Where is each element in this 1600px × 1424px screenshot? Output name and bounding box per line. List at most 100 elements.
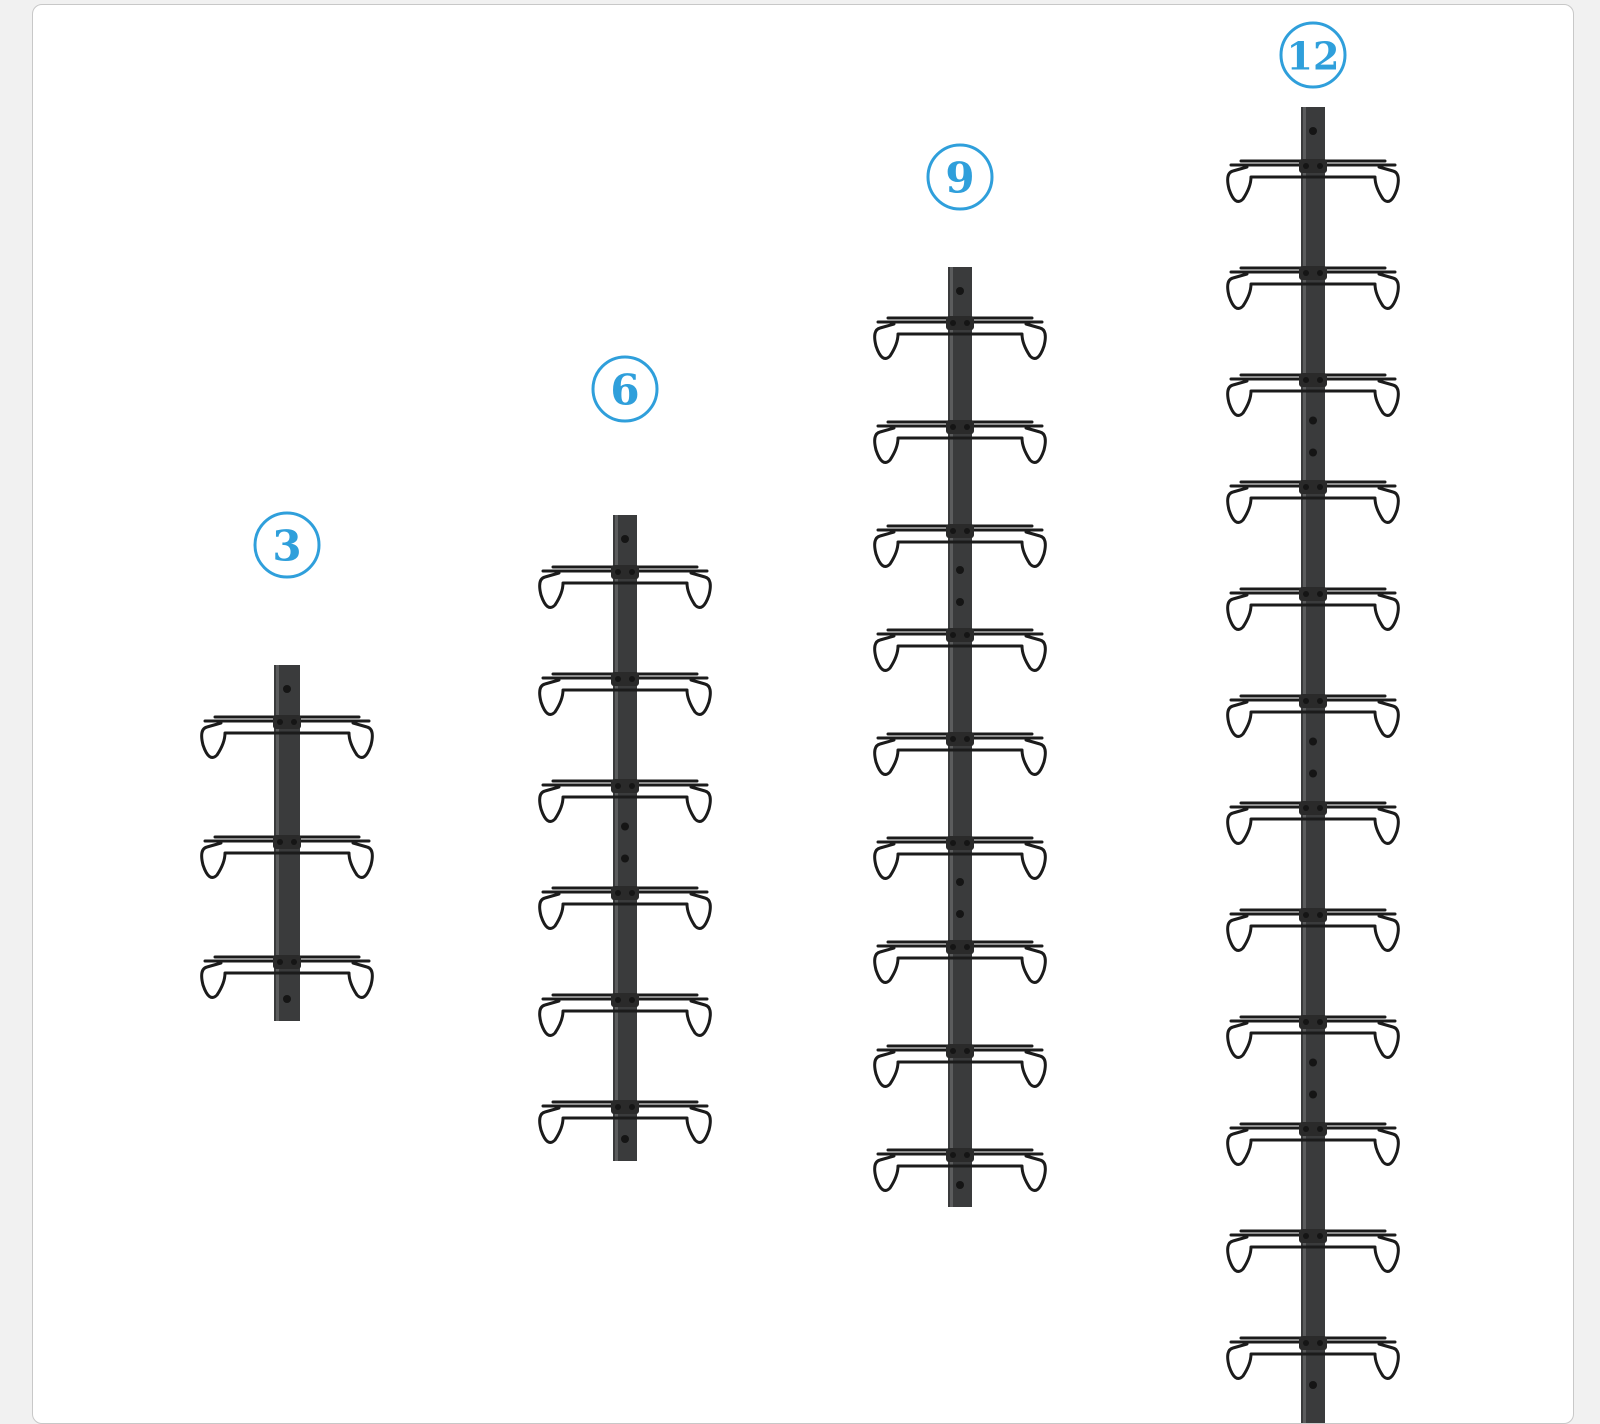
joint-hole [956, 910, 964, 918]
screw [615, 890, 621, 896]
arm-clamp [273, 835, 301, 849]
screw [615, 997, 621, 1003]
joint-hole [956, 878, 964, 886]
screw [1303, 270, 1309, 276]
mounting-hole [1309, 1381, 1317, 1389]
screw [1303, 1126, 1309, 1132]
screw [629, 890, 635, 896]
screw [964, 1048, 970, 1054]
screw [629, 783, 635, 789]
screw [950, 736, 956, 742]
joint-hole [621, 854, 629, 863]
screw [291, 719, 297, 725]
arm-clamp [1299, 587, 1327, 601]
screw [1303, 1019, 1309, 1025]
arm-clamp [273, 715, 301, 729]
joint-hole [1309, 737, 1317, 746]
screw [277, 959, 283, 965]
screw [629, 676, 635, 682]
mounting-hole [283, 995, 291, 1003]
arm-clamp [946, 628, 974, 642]
arm-clamp [611, 672, 639, 686]
mounting-hole [621, 1135, 629, 1143]
screw [1303, 377, 1309, 383]
rack-9: 9 [873, 143, 1047, 1207]
badge-circle [591, 355, 659, 423]
bottle-count-badge: 3 [253, 511, 321, 579]
rack-6: 6 [538, 355, 712, 1161]
product-image-frame: 3 6 9 12 [32, 4, 1574, 1424]
screw [1317, 591, 1323, 597]
arm-clamp [946, 1044, 974, 1058]
screw [964, 1152, 970, 1158]
screw [1303, 912, 1309, 918]
screw [615, 676, 621, 682]
screw [964, 944, 970, 950]
bottle-count-label: 6 [610, 366, 639, 415]
joint-hole [956, 566, 964, 574]
screw [277, 719, 283, 725]
arm-clamp [1299, 1229, 1327, 1243]
screw [629, 569, 635, 575]
arm-clamp [1299, 1336, 1327, 1350]
arm-clamp [1299, 694, 1327, 708]
joint-hole [1309, 1058, 1317, 1067]
bottle-count-badge: 9 [926, 143, 994, 211]
arm-clamp [611, 1100, 639, 1114]
bottle-count-badge: 12 [1279, 21, 1347, 89]
screw [964, 632, 970, 638]
joint-hole [1309, 769, 1317, 778]
screw [1317, 270, 1323, 276]
screw [950, 1152, 956, 1158]
screw [291, 959, 297, 965]
arm-clamp [1299, 1015, 1327, 1029]
screw [1317, 1233, 1323, 1239]
screw [1303, 484, 1309, 490]
screw [1317, 377, 1323, 383]
screw [1317, 484, 1323, 490]
bottle-count-label: 9 [945, 154, 974, 203]
screw [1303, 591, 1309, 597]
screw [1303, 1340, 1309, 1346]
screw [1317, 805, 1323, 811]
screw [1303, 805, 1309, 811]
rail-highlight [615, 515, 618, 1161]
screw [964, 840, 970, 846]
badge-circle [926, 143, 994, 211]
arm-clamp [611, 886, 639, 900]
screw [277, 839, 283, 845]
mounting-hole [1309, 127, 1317, 135]
joint-hole [956, 598, 964, 606]
arm-clamp [946, 836, 974, 850]
bottle-count-label: 12 [1287, 34, 1340, 79]
screw [1317, 698, 1323, 704]
arm-clamp [946, 316, 974, 330]
arm-clamp [946, 940, 974, 954]
joint-hole [621, 822, 629, 831]
arm-clamp [946, 420, 974, 434]
screw [629, 1104, 635, 1110]
arm-clamp [946, 1148, 974, 1162]
bottle-count-label: 3 [272, 522, 301, 571]
screw [964, 736, 970, 742]
screw [950, 840, 956, 846]
arm-clamp [1299, 266, 1327, 280]
arm-clamp [1299, 908, 1327, 922]
screw [1303, 1233, 1309, 1239]
screw [950, 528, 956, 534]
rail-highlight [1303, 107, 1306, 1423]
screw [950, 944, 956, 950]
badge-circle [1279, 21, 1347, 89]
arm-clamp [946, 732, 974, 746]
mounting-hole [621, 535, 629, 543]
arm-clamp [611, 779, 639, 793]
rack-12: 12 [1226, 21, 1400, 1423]
screw [1303, 698, 1309, 704]
arm-clamp [1299, 373, 1327, 387]
screw [615, 569, 621, 575]
arm-clamp [1299, 159, 1327, 173]
screw [964, 320, 970, 326]
joint-hole [1309, 1090, 1317, 1099]
screw [1317, 163, 1323, 169]
arm-clamp [273, 955, 301, 969]
